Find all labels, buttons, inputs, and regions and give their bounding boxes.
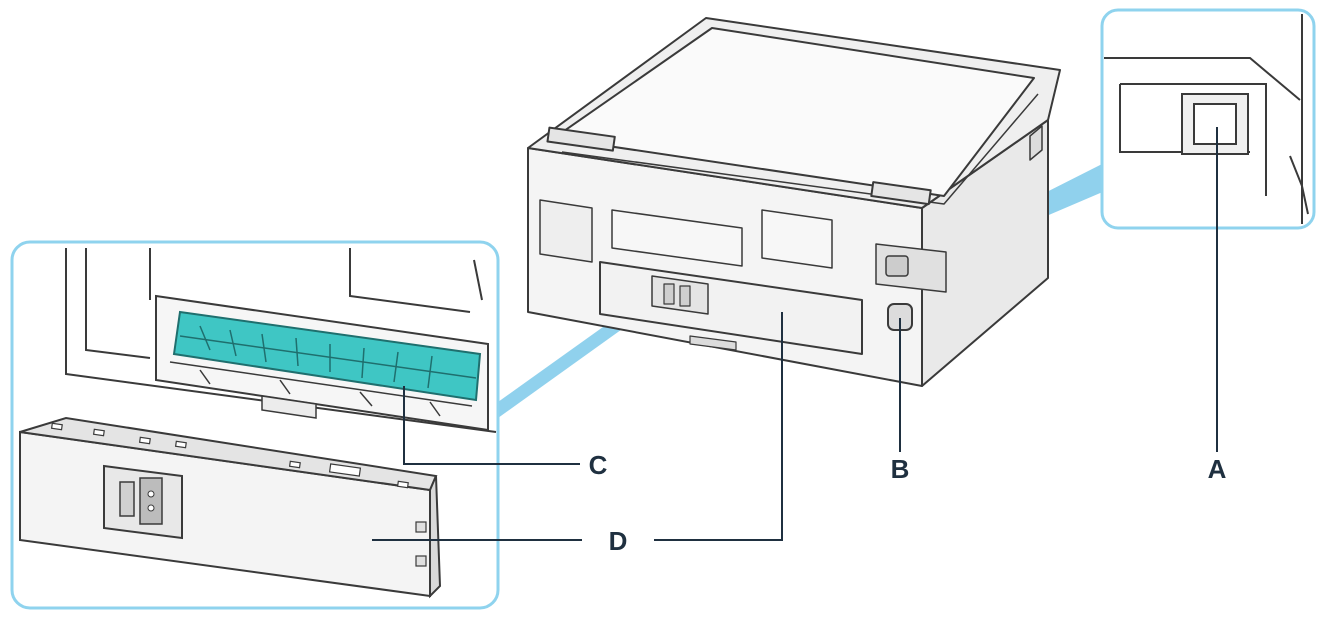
leader-lines	[372, 127, 1218, 541]
lid-hinge-right	[870, 181, 932, 206]
callout-beam-d	[498, 312, 632, 418]
label-c: C	[589, 450, 608, 480]
lid-hinge-left	[546, 126, 616, 152]
callout-a	[1100, 8, 1316, 230]
callout-cd	[10, 240, 500, 610]
label-d: D	[609, 526, 628, 556]
scanner-lid	[553, 27, 1035, 197]
transport-unit	[172, 310, 482, 402]
label-b: B	[891, 454, 910, 484]
leader-d-printer	[654, 312, 783, 541]
leader-c	[403, 386, 580, 465]
label-a: A	[1208, 454, 1227, 484]
printer-body	[527, 17, 1061, 387]
